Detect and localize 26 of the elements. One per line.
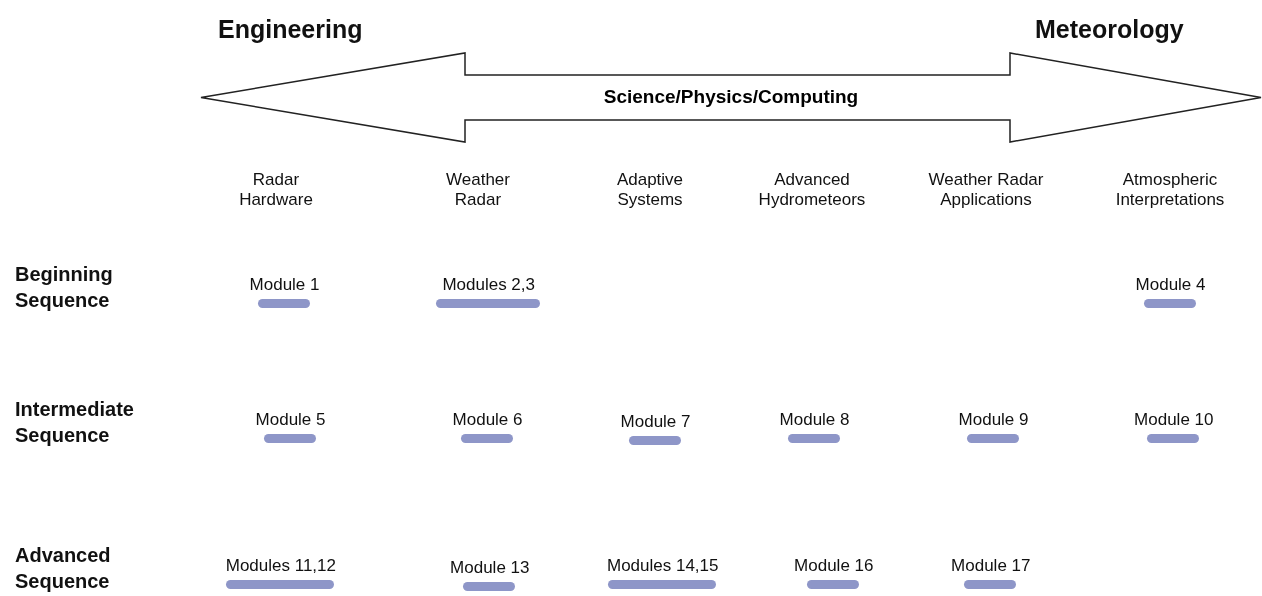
column-heading: Weather Radar Applications [927,170,1045,211]
module-label: Module 6 [452,410,524,431]
row-heading: Advanced Sequence [15,543,112,594]
module-label: Module 16 [793,556,875,577]
column-heading: Atmospheric Interpretations [1114,170,1226,211]
module-label: Modules 2,3 [441,275,536,296]
column-heading: Radar Hardware [238,170,314,211]
axis-end-label: Engineering [218,14,363,44]
module-label: Module 10 [1133,410,1215,431]
module-label: Module 13 [449,558,531,579]
row-heading: Intermediate Sequence [15,397,135,448]
module-label: Module 8 [779,410,851,431]
column-heading: Adaptive Systems [615,170,685,211]
module-label: Module 9 [958,410,1030,431]
arrow-label: Science/Physics/Computing [603,86,859,108]
column-heading: Weather Radar [445,170,511,211]
module-label: Module 4 [1135,275,1207,296]
module-label: Module 1 [249,275,321,296]
row-heading: Beginning Sequence [15,262,114,313]
module-label: Module 7 [620,412,692,433]
axis-end-label: Meteorology [1035,14,1184,44]
module-label: Module 5 [255,410,327,431]
module-label: Modules 11,12 [224,556,337,577]
module-label: Module 17 [950,556,1032,577]
column-heading: Advanced Hydrometeors [757,170,867,211]
module-label: Modules 14,15 [606,556,720,577]
